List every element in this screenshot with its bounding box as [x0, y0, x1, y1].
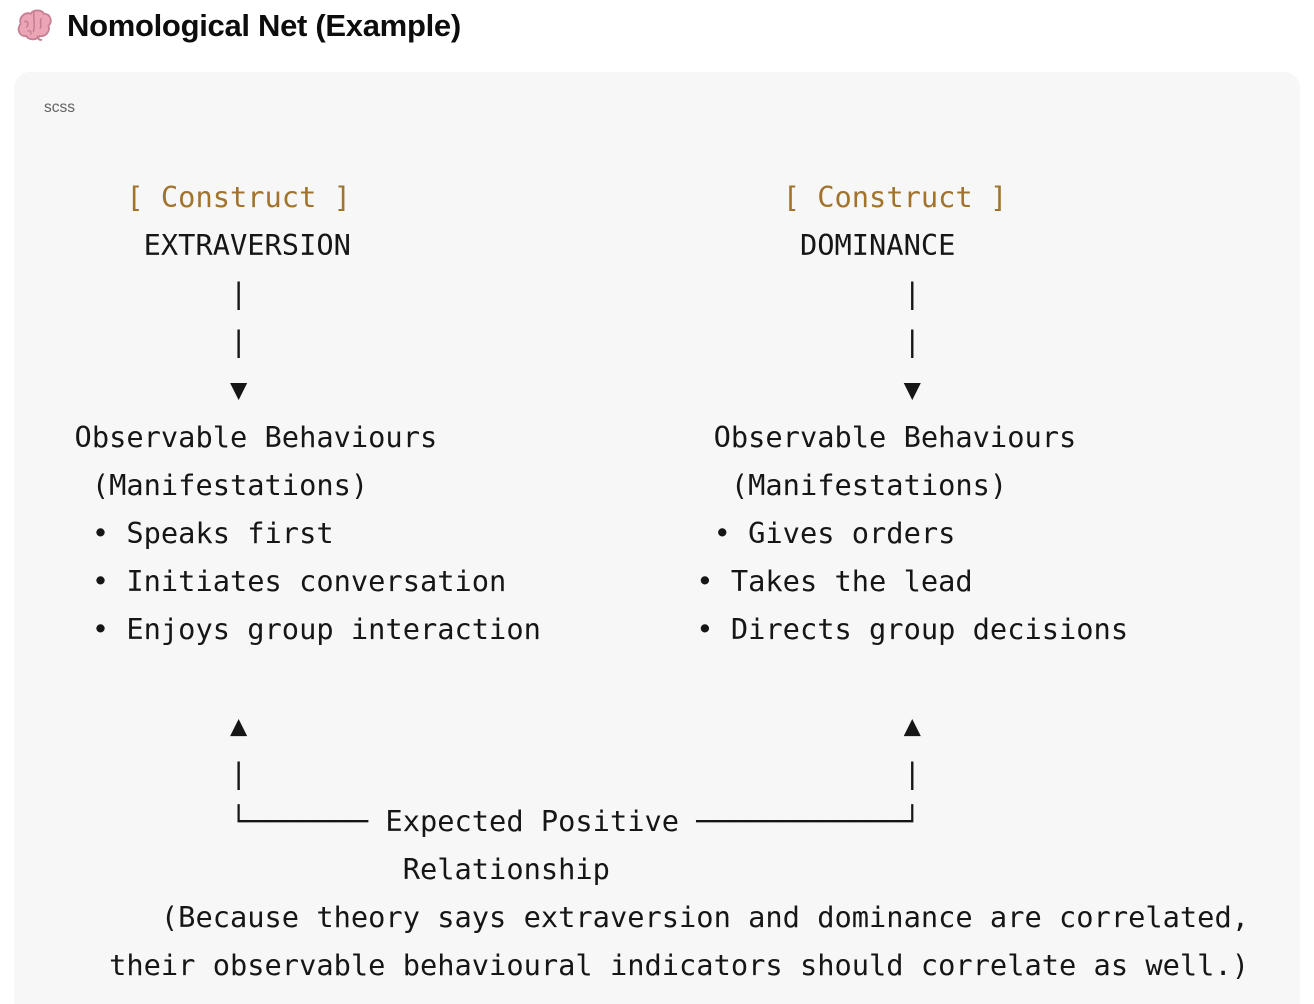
header: Nomological Net (Example) — [14, 6, 461, 46]
page-title: Nomological Net (Example) — [67, 8, 461, 43]
code-language-label: scss — [44, 99, 75, 116]
ascii-diagram: [ Construct ] [ Construct ] EXTRAVERSION… — [74, 180, 1249, 982]
code-block: scss [ Construct ] [ Construct ] EXTRAVE… — [14, 72, 1300, 1004]
brain-emoji-icon — [17, 9, 52, 41]
